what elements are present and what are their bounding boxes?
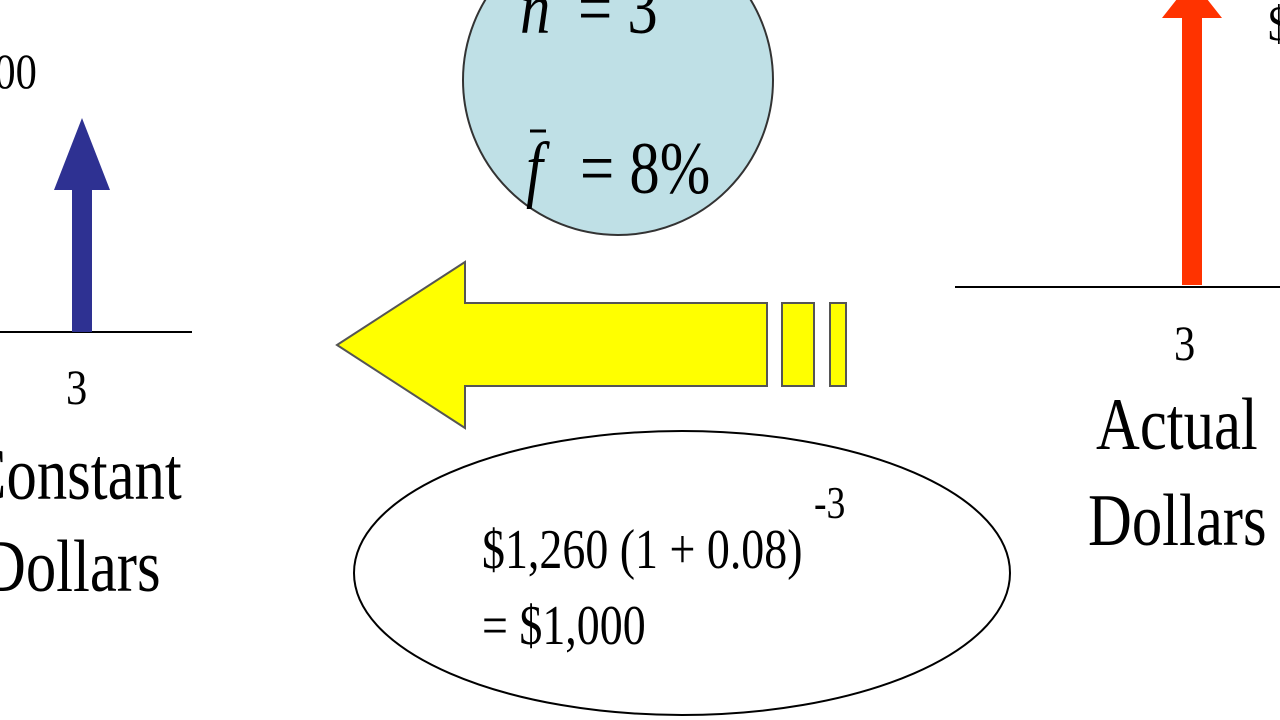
left-label-line1: Constant <box>0 434 182 516</box>
formula-ellipse <box>353 430 1011 716</box>
right-amount: $1,260 <box>1268 0 1280 48</box>
right-period: 3 <box>1174 315 1196 371</box>
red-arrow-shaft <box>1182 15 1202 285</box>
formula-line1: $1,260 (1 + 0.08) <box>482 519 803 581</box>
formula-exponent: -3 <box>814 477 846 528</box>
n-value: = 3 <box>578 0 658 50</box>
blue-arrow-shaft <box>72 188 92 332</box>
right-label-line1: Actual <box>1096 384 1258 466</box>
n-symbol: n <box>520 0 551 50</box>
left-label-line2: Dollars <box>0 526 161 608</box>
red-arrow-head <box>1162 0 1222 18</box>
yellow-arrow-stripe-1 <box>781 302 815 387</box>
blue-arrow-head <box>54 118 110 190</box>
f-value: = 8% <box>580 128 711 210</box>
f-symbol: f <box>526 128 543 210</box>
right-label-line2: Dollars <box>1088 480 1267 562</box>
yellow-arrow-stripe-2 <box>829 302 847 387</box>
formula-line2: = $1,000 <box>482 595 646 657</box>
left-period: 3 <box>66 359 88 415</box>
yellow-arrow-body <box>335 260 768 430</box>
parameter-circle <box>462 0 774 236</box>
left-amount: $1,000 <box>0 43 37 99</box>
